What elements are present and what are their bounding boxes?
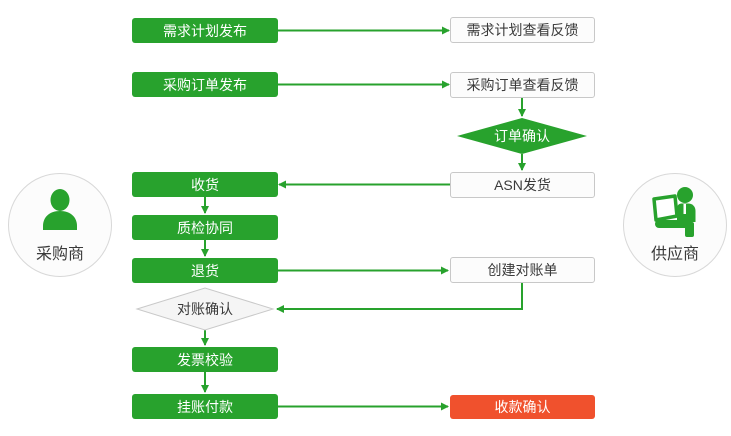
decision-recon-confirm	[135, 287, 275, 331]
node-demand-plan-feedback: 需求计划查看反馈	[450, 17, 595, 43]
node-po-publish: 采购订单发布	[132, 72, 278, 97]
buyer-actor: 采购商	[8, 173, 112, 277]
person-laptop-icon	[652, 187, 696, 237]
node-po-feedback: 采购订单查看反馈	[450, 72, 595, 98]
arrow-statement-to-recon	[276, 282, 523, 313]
buyer-actor-label: 采购商	[35, 246, 84, 263]
person-bust-icon	[43, 189, 77, 230]
decision-order-confirm	[457, 118, 587, 154]
supplier-actor-label: 供应商	[650, 246, 699, 263]
node-demand-plan-publish: 需求计划发布	[132, 18, 278, 43]
supplier-actor: 供应商	[623, 173, 727, 277]
node-create-statement: 创建对账单	[450, 257, 595, 283]
node-asn-shipment: ASN发货	[450, 172, 595, 198]
node-qc-collaboration: 质检协同	[132, 215, 278, 240]
node-account-payment: 挂账付款	[132, 394, 278, 419]
node-receive-goods: 收货	[132, 172, 278, 197]
node-receipt-confirm: 收款确认	[450, 395, 595, 419]
node-return-goods: 退货	[132, 258, 278, 283]
node-invoice-verification: 发票校验	[132, 347, 278, 372]
